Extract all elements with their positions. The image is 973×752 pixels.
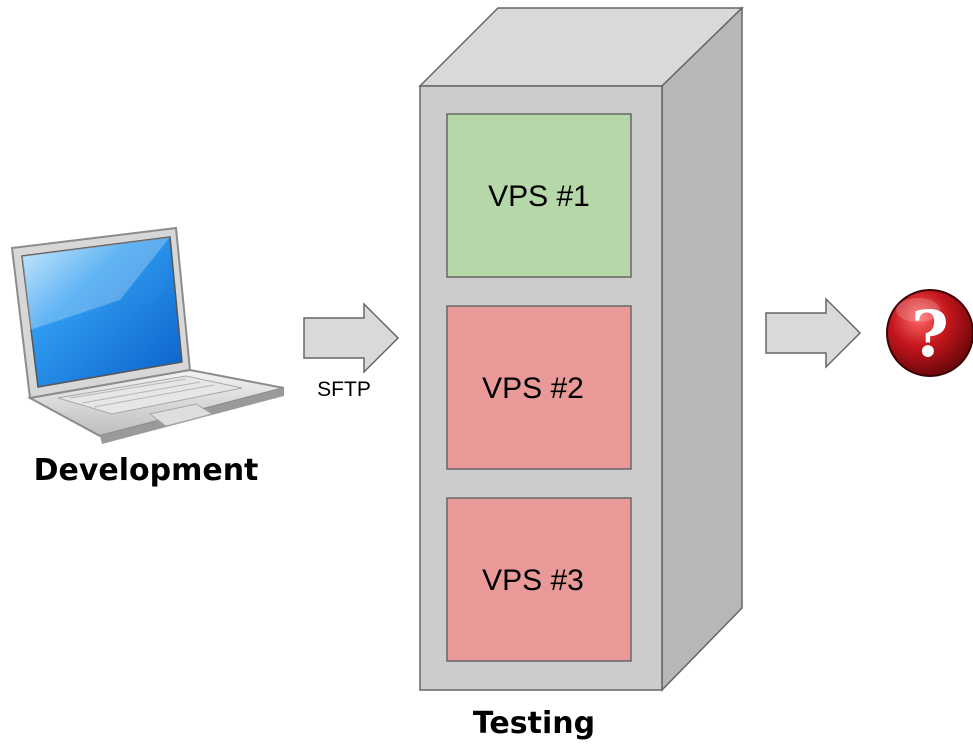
vps-2-box [446,305,632,470]
output-arrow [765,297,862,369]
vps-3-label: VPS #3 [482,564,584,597]
question-symbol: ? [911,297,949,372]
server-side [661,6,743,692]
sftp-arrow [303,302,400,374]
testing-label: Testing [473,706,595,741]
question-icon: ? [886,289,973,377]
vps-3-box [446,497,632,662]
testing-server: VPS #1 VPS #2 VPS #3 [418,6,744,692]
development-label: Development [34,453,259,488]
vps-2-label: VPS #2 [482,372,584,405]
vps-1-box [446,113,632,278]
vps-1-label: VPS #1 [488,180,590,213]
sftp-label: SFTP [317,378,371,401]
laptop-icon [10,226,285,444]
